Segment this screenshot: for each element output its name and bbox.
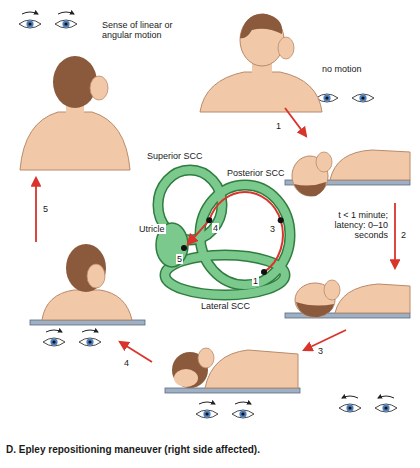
callout-number: 3 — [269, 224, 276, 234]
step-number: 4 — [124, 358, 129, 368]
eye-icon — [196, 402, 254, 418]
timing-note: t < 1 minute; latency: 0–10 seconds — [318, 210, 388, 240]
eye-icon — [43, 330, 101, 346]
motion-note: no motion — [322, 64, 362, 74]
patient-figure — [30, 244, 145, 325]
step-number: 1 — [276, 121, 281, 131]
callout-number: 1 — [252, 276, 259, 286]
step-number: 2 — [401, 230, 406, 240]
labyrinth — [156, 170, 290, 295]
part-name: Utricle — [138, 224, 166, 234]
step-number: 3 — [318, 346, 323, 356]
patient-figure — [20, 56, 130, 170]
eye-icon — [19, 12, 77, 28]
patient-figure — [285, 280, 410, 318]
callout-number: 5 — [176, 254, 183, 264]
patient-figure — [165, 348, 300, 393]
eye-icon — [316, 94, 374, 102]
eye-icon — [339, 396, 397, 412]
step-arrow — [36, 108, 395, 362]
patient-figure — [200, 14, 322, 112]
patient-figure — [285, 150, 410, 196]
part-name: Superior SCC — [146, 151, 204, 161]
callout-number: 4 — [212, 223, 219, 233]
step-number: 5 — [43, 204, 48, 214]
figure-caption: D. Epley repositioning maneuver (right s… — [6, 444, 260, 456]
part-name: Lateral SCC — [200, 301, 251, 311]
part-name: Posterior SCC — [226, 168, 286, 178]
motion-note: Sense of linear or angular motion — [102, 20, 184, 40]
otolith-path — [188, 192, 283, 272]
